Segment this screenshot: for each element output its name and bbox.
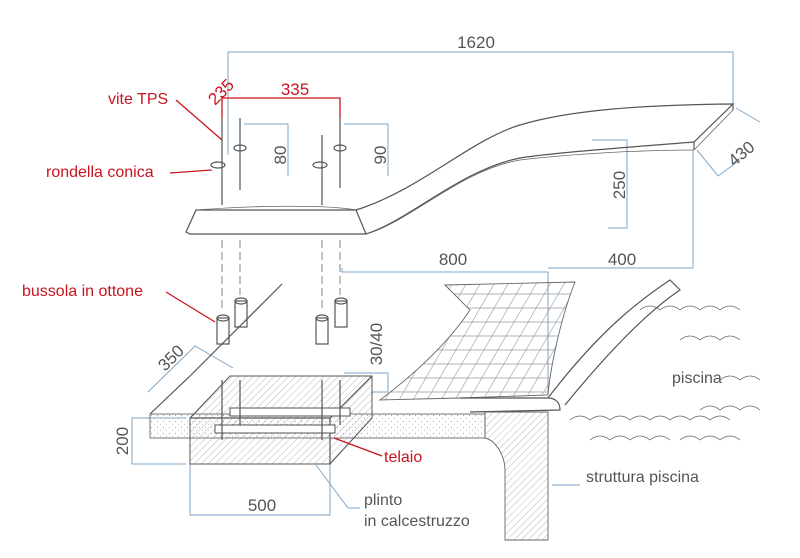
bushing xyxy=(216,314,230,345)
dim-250: 250 xyxy=(610,171,629,199)
dim-500: 500 xyxy=(248,496,276,515)
dim-350: 350 xyxy=(154,341,187,374)
dim-335: 335 xyxy=(281,80,309,99)
label-vite-tps: vite TPS xyxy=(108,91,168,108)
label-rondella-conica: rondella conica xyxy=(46,164,154,181)
callout-leaders xyxy=(165,99,383,457)
label-telaio: telaio xyxy=(384,449,422,466)
brass-bushings xyxy=(216,297,348,345)
screw xyxy=(333,118,347,188)
pool-water xyxy=(569,305,761,441)
dim-400: 400 xyxy=(608,250,636,269)
diving-board xyxy=(185,103,735,235)
screws-and-washers xyxy=(210,118,347,205)
screw xyxy=(210,118,226,205)
bushing xyxy=(315,314,329,345)
bushing xyxy=(334,297,348,328)
label-piscina: piscina xyxy=(672,370,722,387)
dim-90: 90 xyxy=(371,146,390,165)
label-struttura-piscina: struttura piscina xyxy=(586,469,699,486)
dim-430: 430 xyxy=(724,137,758,170)
label-plinto-line2: in calcestruzzo xyxy=(364,513,470,530)
dim-1620: 1620 xyxy=(457,33,495,52)
dim-800: 800 xyxy=(439,250,467,269)
dim-200: 200 xyxy=(113,427,132,455)
pool-structure xyxy=(484,411,549,541)
label-bussola-ottone: bussola in ottone xyxy=(22,283,143,300)
frame xyxy=(214,380,351,440)
screw-spacing-bracket xyxy=(221,97,341,118)
dim-80: 80 xyxy=(271,146,290,165)
dim-30-40: 30/40 xyxy=(367,323,386,366)
alignment-lines xyxy=(221,240,341,312)
screw xyxy=(312,135,328,205)
bushing xyxy=(234,297,248,328)
screw xyxy=(233,118,247,190)
dim-235: 235 xyxy=(204,75,237,108)
concrete-plinth xyxy=(189,375,373,465)
deck-tiles xyxy=(378,281,576,401)
pool-edge xyxy=(460,279,681,413)
label-plinto-line1: plinto xyxy=(364,492,402,509)
